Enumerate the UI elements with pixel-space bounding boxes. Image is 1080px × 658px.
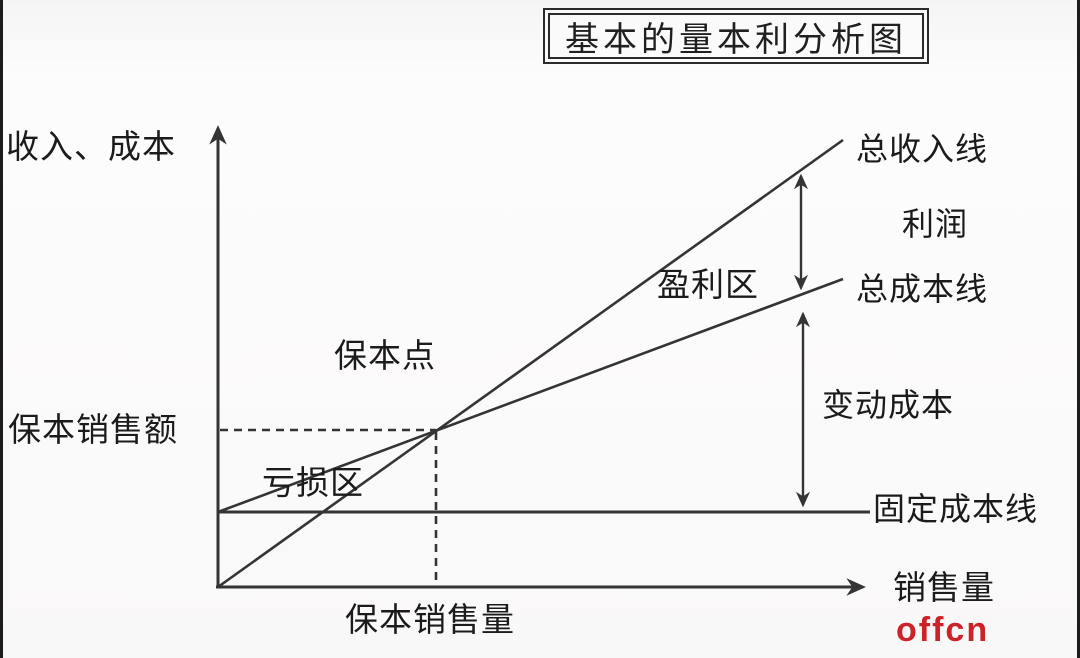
diagram-title: 基本的量本利分析图 bbox=[548, 13, 924, 59]
total-revenue-line-label: 总收入线 bbox=[856, 131, 989, 167]
y-axis-label: 收入、成本 bbox=[6, 128, 176, 165]
break-even-point-label: 保本点 bbox=[334, 337, 436, 374]
total-revenue-line bbox=[217, 138, 844, 589]
total-cost-line-label: 总成本线 bbox=[856, 271, 989, 307]
right-edge-bar bbox=[1077, 0, 1080, 658]
profit-area-label: 盈利区 bbox=[657, 266, 759, 303]
break-even-sales-amount-label: 保本销售额 bbox=[8, 411, 178, 448]
offcn-logo: offcn bbox=[896, 611, 990, 649]
total-cost-line bbox=[217, 277, 844, 514]
x-axis-label: 销售量 bbox=[893, 569, 995, 606]
loss-area-label: 亏损区 bbox=[262, 464, 364, 501]
break-even-sales-volume-label: 保本销售量 bbox=[345, 601, 515, 638]
left-edge-bar bbox=[0, 0, 3, 658]
fixed-cost-line-label: 固定成本线 bbox=[873, 491, 1039, 527]
profit-label: 利润 bbox=[902, 206, 969, 242]
title-box: 基本的量本利分析图 bbox=[543, 8, 929, 64]
variable-cost-label: 变动成本 bbox=[822, 387, 955, 423]
